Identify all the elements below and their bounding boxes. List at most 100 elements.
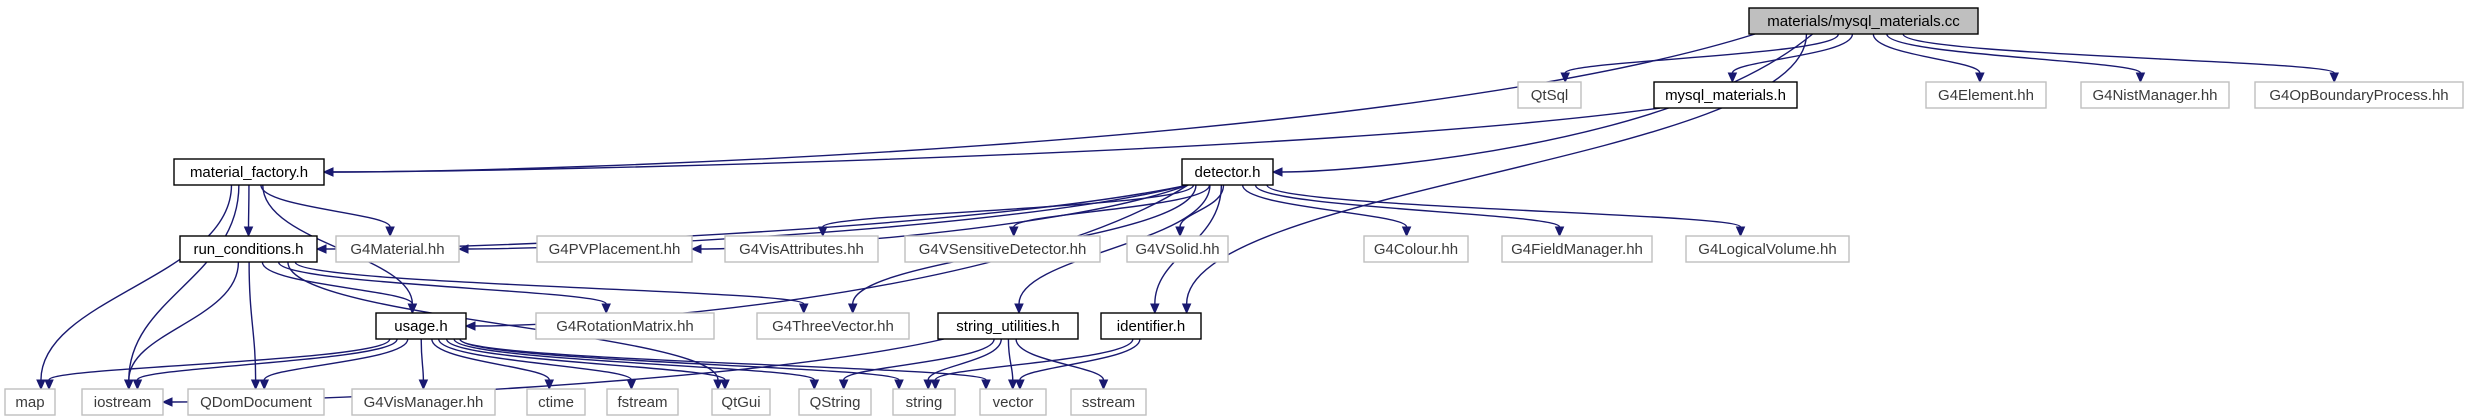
edge-material_factory_h-to-iostream: [124, 184, 240, 391]
edge-line: [128, 184, 240, 381]
node-box: [1070, 388, 1147, 416]
node-box: [187, 388, 325, 416]
node-box: [724, 235, 879, 263]
node-box: [1517, 81, 1582, 109]
node-box: [979, 388, 1047, 416]
node-g4colour: G4Colour.hh: [1363, 235, 1469, 263]
edge-arrowhead: [2135, 72, 2146, 84]
node-material-factory-h[interactable]: material_factory.h: [173, 158, 325, 186]
edge-arrowhead: [385, 226, 395, 238]
edge-line: [1013, 184, 1211, 228]
edge-arrowhead: [818, 226, 828, 238]
node-g4element: G4Element.hh: [1925, 81, 2047, 109]
node-box: [335, 235, 460, 263]
edge-line: [934, 338, 1134, 381]
node-label: G4RotationMatrix.hh: [556, 318, 694, 335]
node-box: [1748, 7, 1979, 35]
edge-line: [1281, 33, 1814, 173]
node-g4fieldmanager: G4FieldManager.hh: [1501, 235, 1653, 263]
node-label: detector.h: [1195, 164, 1261, 181]
node-box: [535, 312, 715, 340]
node-box: [2080, 81, 2230, 109]
node-run-conditions-h[interactable]: run_conditions.h: [179, 235, 318, 263]
edge-line: [248, 261, 257, 381]
node-label: usage.h: [394, 318, 447, 335]
edge-usage_h-to-iostream: [132, 338, 398, 391]
edge-run_conditions_h-to-qdomdocument: [248, 261, 261, 391]
node-box: [4, 388, 56, 416]
node-label: G4ThreeVector.hh: [772, 318, 894, 335]
node-string: string: [892, 388, 956, 416]
node-label: G4LogicalVolume.hh: [1698, 241, 1836, 258]
node-label: G4Colour.hh: [1374, 241, 1458, 258]
edge-line: [1886, 33, 2142, 74]
node-label: G4FieldManager.hh: [1511, 241, 1643, 258]
edge-detector_h-to-g4vsolid: [1175, 184, 1225, 238]
node-label: G4VisManager.hh: [364, 394, 484, 411]
edges-layer: [36, 33, 2339, 407]
edge-line: [294, 261, 805, 305]
node-detector-h[interactable]: detector.h: [1181, 158, 1274, 186]
edge-usage_h-to-qdomdocument: [259, 338, 409, 391]
edge-usage_h-to-vector: [459, 338, 991, 391]
node-mysql-materials-h[interactable]: mysql_materials.h: [1653, 81, 1798, 109]
edge-material_factory_h-to-map: [36, 184, 233, 391]
node-box: [904, 235, 1101, 263]
node-iostream: iostream: [81, 388, 164, 416]
node-identifier-h[interactable]: identifier.h: [1100, 312, 1202, 340]
edge-arrowhead: [720, 379, 730, 391]
edge-arrowhead: [457, 244, 469, 254]
edge-line: [40, 184, 233, 381]
node-box: [711, 388, 771, 416]
node-label: G4Material.hh: [350, 241, 444, 258]
node-g4rotationmatrix: G4RotationMatrix.hh: [535, 312, 715, 340]
edge-line: [1018, 184, 1211, 305]
edge-arrowhead: [930, 379, 941, 391]
edge-string_utilities_h-to-vector: [1007, 338, 1018, 391]
edge-usage_h-to-map: [44, 338, 391, 391]
node-ctime: ctime: [526, 388, 586, 416]
node-qtgui: QtGui: [711, 388, 771, 416]
node-vector: vector: [979, 388, 1047, 416]
edge-arrowhead: [626, 379, 637, 391]
edge-line: [459, 338, 900, 381]
edge-arrowhead: [1014, 303, 1024, 315]
node-g4logicalvolume: G4LogicalVolume.hh: [1685, 235, 1850, 263]
edge-material_factory_h-to-run_conditions_h: [243, 184, 254, 238]
edge-line: [261, 261, 414, 305]
edge-arrowhead: [923, 379, 933, 391]
node-label: string_utilities.h: [956, 318, 1059, 335]
node-box: [173, 158, 325, 186]
edge-arrowhead: [1008, 226, 1019, 238]
node-box: [798, 388, 872, 416]
node-box: [1126, 235, 1229, 263]
node-string-utilities-h[interactable]: string_utilities.h: [937, 312, 1079, 340]
edge-mysql_materials_cc-to-g4nistmanager: [1886, 33, 2146, 84]
edge-arrowhead: [1735, 226, 1746, 238]
node-label: mysql_materials.h: [1665, 87, 1786, 104]
node-mysql-materials-cc[interactable]: materials/mysql_materials.cc: [1748, 7, 1979, 35]
edge-arrowhead: [847, 303, 858, 315]
edge-arrowhead: [161, 397, 173, 407]
edge-line: [48, 338, 391, 381]
edge-arrowhead: [124, 379, 134, 391]
edge-line: [1015, 338, 1105, 381]
node-box: [1653, 81, 1798, 109]
node-usage-h[interactable]: usage.h: [375, 312, 467, 340]
edge-arrowhead: [464, 321, 476, 331]
edge-line: [1007, 338, 1014, 381]
edge-line: [927, 338, 1002, 381]
edge-arrowhead: [1007, 379, 1018, 391]
node-label: fstream: [617, 394, 667, 411]
node-g4threevector: G4ThreeVector.hh: [756, 312, 910, 340]
edge-arrowhead: [1271, 167, 1283, 177]
edge-detector_h-to-string_utilities_h: [1014, 184, 1211, 315]
edge-line: [1241, 184, 1408, 228]
node-g4vsolid: G4VSolid.hh: [1126, 235, 1229, 263]
edge-arrowhead: [1175, 226, 1185, 238]
edge-detector_h-to-g4fieldmanager: [1254, 184, 1565, 238]
edge-usage_h-to-qstring: [453, 338, 820, 391]
node-box: [2254, 81, 2464, 109]
edge-mysql_materials_cc-to-mysql_materials_h: [1727, 33, 1854, 84]
